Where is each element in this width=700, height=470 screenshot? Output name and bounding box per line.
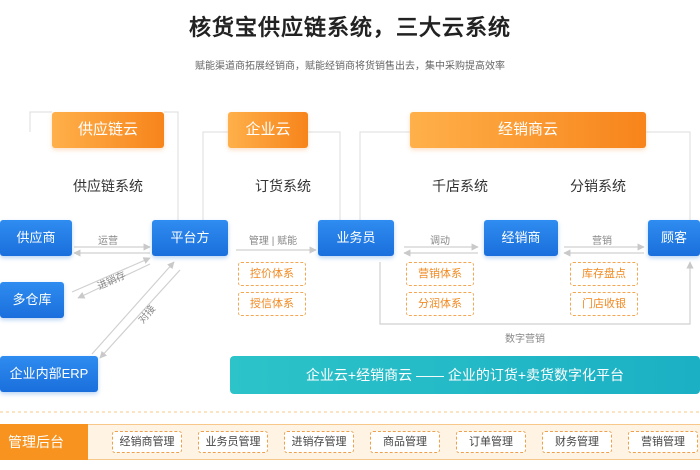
admin-item-inventory: 进销存管理 bbox=[284, 431, 354, 453]
store-cashier-tag: 门店收银 bbox=[570, 292, 638, 316]
profit-share-tag: 分润体系 bbox=[406, 292, 474, 316]
dispatch-label: 调动 bbox=[430, 236, 450, 247]
manage-enable-label: 管理 | 赋能 bbox=[248, 236, 298, 247]
order-system-label: 订货系统 bbox=[255, 178, 311, 194]
platform-node: 平台方 bbox=[152, 220, 228, 256]
platform-bar: 企业云+经销商云 —— 企业的订货+卖货数字化平台 bbox=[230, 356, 700, 394]
admin-item-dealer: 经销商管理 bbox=[112, 431, 182, 453]
supply-cloud-title: 供应链云 bbox=[52, 112, 164, 148]
admin-label: 管理后台 bbox=[0, 424, 88, 460]
supplier-node: 供应商 bbox=[0, 220, 72, 256]
price-control-tag: 控价体系 bbox=[238, 262, 306, 286]
customer-node: 顾客 bbox=[648, 220, 700, 256]
erp-node: 企业内部ERP bbox=[0, 356, 98, 392]
admin-item-marketing: 营销管理 bbox=[628, 431, 698, 453]
admin-item-goods: 商品管理 bbox=[370, 431, 440, 453]
page-title: 核货宝供应链系统，三大云系统 bbox=[188, 15, 511, 40]
page-subtitle: 赋能渠道商拓展经销商，赋能经销商将货销售出去，集中采购提高效率 bbox=[195, 61, 505, 72]
admin-item-order: 订单管理 bbox=[456, 431, 526, 453]
admin-item-salesman: 业务员管理 bbox=[198, 431, 268, 453]
warehouse-node: 多仓库 bbox=[0, 282, 64, 318]
thousand-store-system-label: 千店系统 bbox=[432, 178, 488, 194]
salesman-node: 业务员 bbox=[318, 220, 394, 256]
operate-label: 运营 bbox=[98, 236, 118, 247]
credit-tag: 授信体系 bbox=[238, 292, 306, 316]
distribution-system-label: 分销系统 bbox=[570, 178, 626, 194]
enterprise-cloud-title: 企业云 bbox=[228, 112, 308, 148]
marketing-system-tag: 营销体系 bbox=[406, 262, 474, 286]
inventory-check-tag: 库存盘点 bbox=[570, 262, 638, 286]
admin-item-finance: 财务管理 bbox=[542, 431, 612, 453]
dealer-node: 经销商 bbox=[484, 220, 558, 256]
supply-system-label: 供应链系统 bbox=[73, 178, 143, 194]
marketing-label: 营销 bbox=[592, 236, 612, 247]
digital-marketing-label: 数字营销 bbox=[505, 334, 545, 345]
dealer-cloud-title: 经销商云 bbox=[410, 112, 646, 148]
